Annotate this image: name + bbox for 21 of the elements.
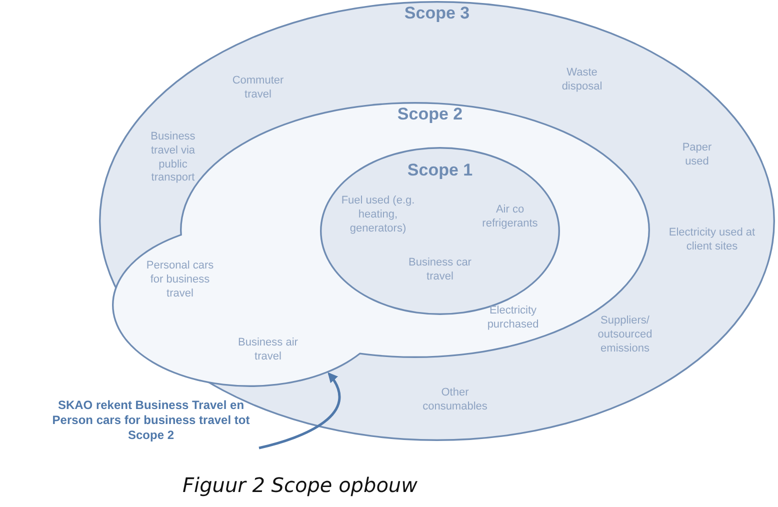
emission-source-label: Business travel via public transport (150, 130, 196, 186)
scope-ellipse (97, 0, 777, 442)
emission-source-label: Personal cars for business travel (145, 259, 215, 301)
emission-source-label: Suppliers/ outsourced emissions (596, 314, 654, 356)
emission-source-label: Electricity purchased (486, 304, 540, 332)
curved-arrow (258, 372, 340, 450)
note-text: SKAO rekent Business Travel en Person cars for business travel tot Scope 2 (45, 398, 257, 458)
emission-source-label: Fuel used (e.g. heating, generators) (340, 194, 416, 236)
emission-source-label: Other consumables (422, 386, 488, 414)
emission-source-label: Air co refrigerants (481, 203, 539, 231)
emission-source-label: Paper used (681, 141, 713, 169)
scope-title: Scope 3 (404, 2, 470, 24)
emission-source-label: Waste disposal (560, 66, 604, 94)
emission-source-label: Business air travel (237, 336, 299, 364)
emission-source-label: Electricity used at client sites (668, 226, 756, 254)
emission-source-label: Commuter travel (231, 74, 285, 102)
figure-caption: Figuur 2 Scope opbouw (182, 473, 418, 497)
scope-title: Scope 1 (407, 159, 473, 181)
scope-title: Scope 2 (397, 103, 463, 125)
scope-ellipse (318, 145, 562, 317)
emission-source-label: Business car travel (408, 256, 472, 284)
